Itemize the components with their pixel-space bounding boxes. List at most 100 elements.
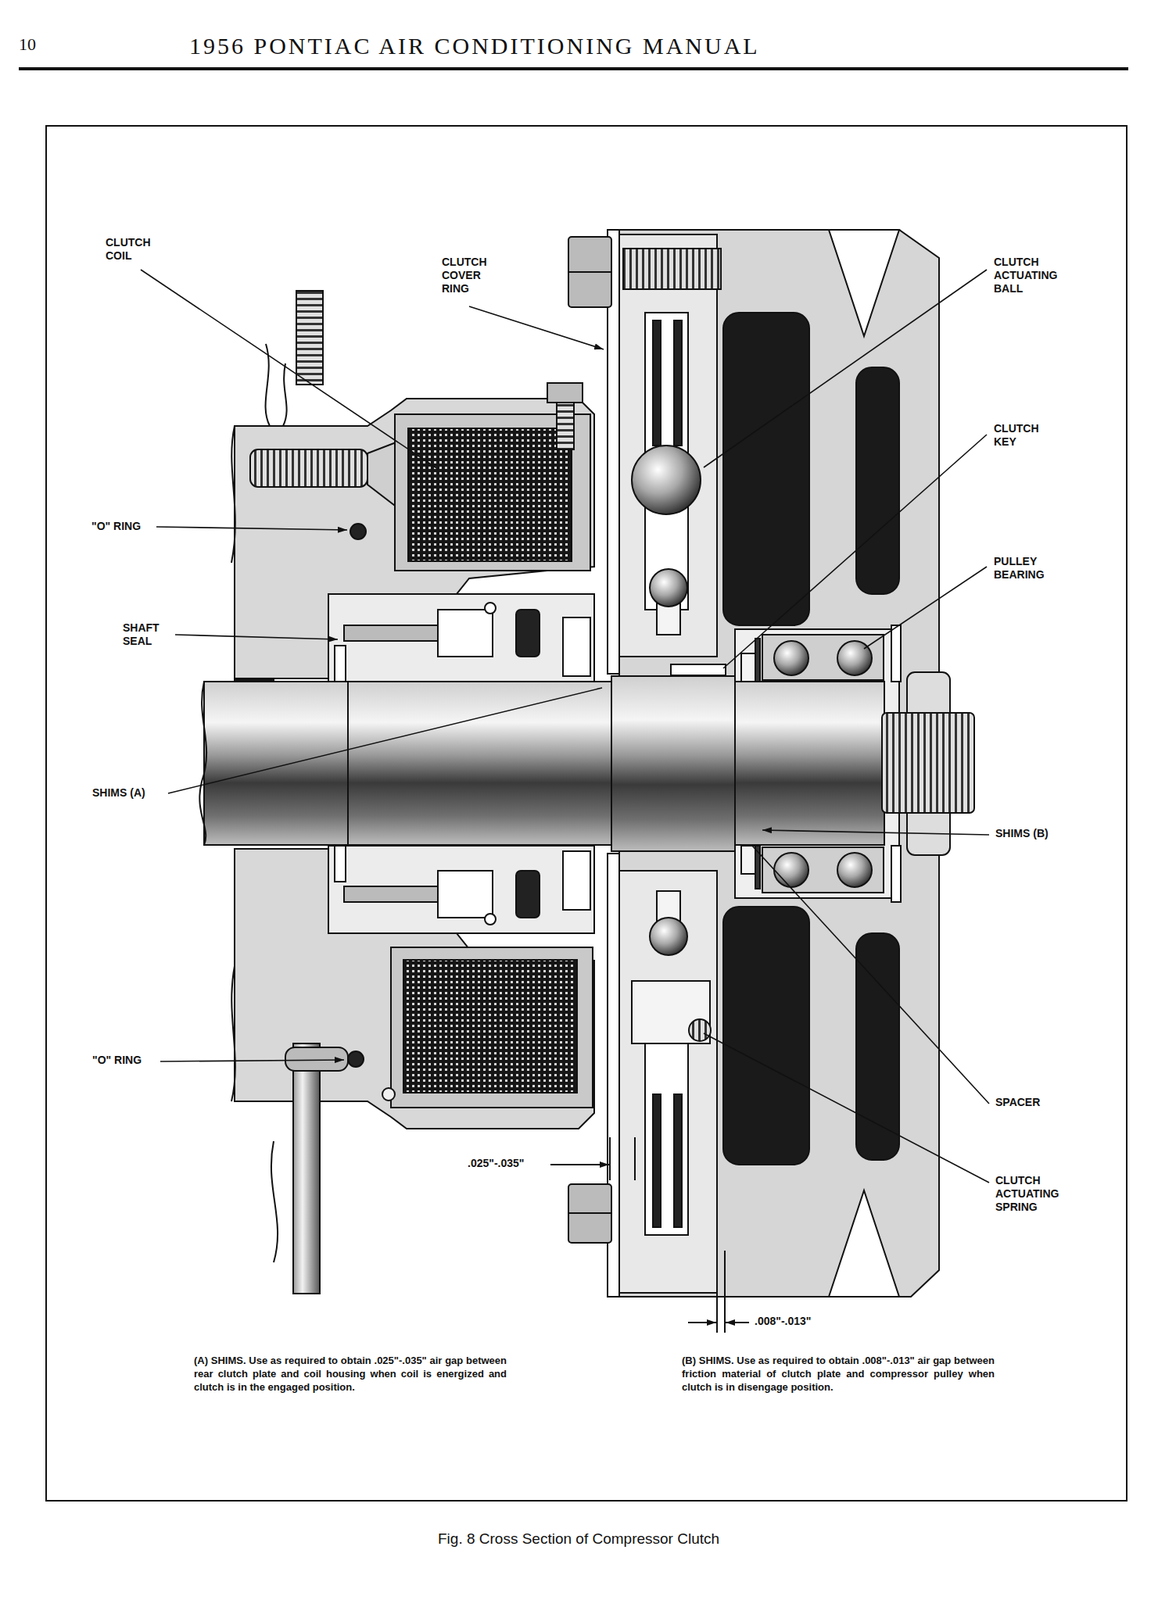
o-ring-fittings	[285, 1047, 348, 1072]
figure-caption: Fig. 8 Cross Section of Compressor Clutc…	[437, 1530, 720, 1549]
pulley-bearing	[774, 641, 809, 676]
o-ring-fittings	[293, 1043, 320, 1295]
page-title: 1956 PONTIAC AIR CONDITIONING MANUAL	[189, 32, 761, 60]
coil-housing	[547, 383, 583, 403]
clutch-plate-assembly	[674, 1094, 682, 1228]
compressor-housing	[231, 966, 236, 1102]
shaft-seal	[484, 914, 496, 925]
pulley-bearing	[774, 853, 809, 888]
shaft-seal	[562, 617, 591, 677]
pulley-bearing	[837, 641, 872, 676]
cover-bolts	[568, 236, 612, 308]
shaft-seal	[328, 594, 595, 682]
pulley-bearing	[670, 664, 726, 676]
dimension-marks	[550, 1164, 610, 1166]
shim-note: (A) SHIMS. Use as required to obtain .02…	[193, 1354, 507, 1395]
shaft-seal	[484, 602, 496, 614]
clutch-cover-ring	[607, 229, 620, 1298]
coil-housing	[408, 428, 572, 562]
shaft-seal	[437, 871, 493, 918]
mounting-stud	[296, 290, 323, 385]
leader-lines	[140, 269, 990, 1184]
figure-frame	[46, 125, 1127, 1502]
compressor-pulley	[723, 907, 810, 1166]
coil-housing	[556, 402, 574, 450]
part-label: SHIMS (A)	[92, 786, 146, 800]
coil-housing	[390, 947, 593, 1108]
clutch-plate-assembly	[649, 917, 688, 956]
leader-lines	[156, 527, 348, 531]
dimension-marks	[550, 1137, 750, 1334]
compressor-housing	[234, 849, 595, 1130]
cover-bolts	[568, 1184, 612, 1244]
leader-lines	[703, 269, 987, 468]
coil-housing	[382, 1088, 395, 1101]
part-label: CLUTCH COIL	[105, 236, 151, 263]
compressor-pulley	[723, 312, 810, 626]
pulley-bearing	[891, 625, 901, 682]
shaft-seal	[334, 645, 346, 682]
dimension-marks	[716, 1251, 718, 1334]
leader-lines	[175, 634, 338, 640]
leader-lines	[723, 434, 987, 669]
clutch-plate-assembly	[645, 1032, 689, 1236]
part-label: CLUTCH COVER RING	[441, 255, 488, 296]
shaft-seal	[344, 886, 438, 903]
cover-bolts	[568, 236, 721, 1244]
dimension-marks	[609, 1137, 611, 1181]
leader-lines	[160, 1060, 345, 1062]
dimension-marks	[724, 1251, 726, 1334]
cover-bolts	[568, 271, 612, 273]
compressor-pulley	[856, 367, 900, 595]
compressor-shaft	[199, 681, 207, 846]
pulley-bearing	[741, 846, 756, 875]
part-label: CLUTCH ACTUATING SPRING	[995, 1174, 1059, 1215]
clutch-plate-assembly	[652, 1094, 661, 1228]
compressor-housing	[231, 426, 236, 563]
o-ring-fittings	[350, 523, 366, 540]
clutch-plate-assembly	[688, 1019, 711, 1042]
clutch-plate-assembly	[631, 445, 701, 515]
pulley-bearing	[741, 653, 756, 682]
clutch-plate-assembly	[649, 569, 688, 607]
leader-lines	[864, 566, 987, 649]
compressor-housing	[234, 398, 595, 679]
figure-frame	[46, 125, 1127, 1502]
clutch-plate-assembly	[619, 871, 718, 1294]
compressor-shaft	[199, 672, 975, 856]
part-label: "O" RING	[91, 519, 141, 534]
page-number: 10	[18, 34, 36, 55]
pulley-bearing	[670, 625, 901, 903]
compressor-pulley	[828, 1190, 900, 1298]
dimension-label: .008"-.013"	[752, 1315, 813, 1329]
shaft-seal	[562, 851, 591, 911]
o-ring-fittings	[347, 1051, 364, 1068]
part-label: SPACER	[995, 1096, 1040, 1110]
compressor-shaft	[611, 676, 735, 852]
clutch-plate-assembly	[619, 234, 718, 657]
compressor-shaft	[881, 713, 975, 814]
part-label: SHAFT SEAL	[122, 621, 160, 649]
part-label: CLUTCH KEY	[993, 422, 1040, 449]
cover-bolts	[623, 248, 721, 290]
dimension-marks	[688, 1322, 717, 1324]
shaft-seal	[344, 625, 438, 642]
shaft-seal	[334, 846, 346, 882]
part-label: PULLEY BEARING	[993, 555, 1045, 582]
dimension-label: .025"-.035"	[466, 1157, 526, 1171]
leader-lines	[140, 269, 438, 470]
leader-lines	[469, 306, 604, 350]
shaft-seal	[516, 871, 540, 918]
shaft-seal	[437, 609, 493, 657]
header-rule	[18, 67, 1129, 71]
compressor-shaft	[347, 681, 349, 846]
coil-lead-screw	[250, 437, 409, 517]
pulley-bearing	[755, 638, 761, 682]
leader-lines	[752, 846, 990, 1105]
compressor-shaft	[204, 681, 885, 846]
coil-lead-screw	[250, 449, 368, 488]
dimension-marks	[634, 1137, 636, 1181]
pulley-bearing	[837, 853, 872, 888]
compressor-housing	[283, 363, 287, 427]
header-rule	[18, 67, 1129, 71]
